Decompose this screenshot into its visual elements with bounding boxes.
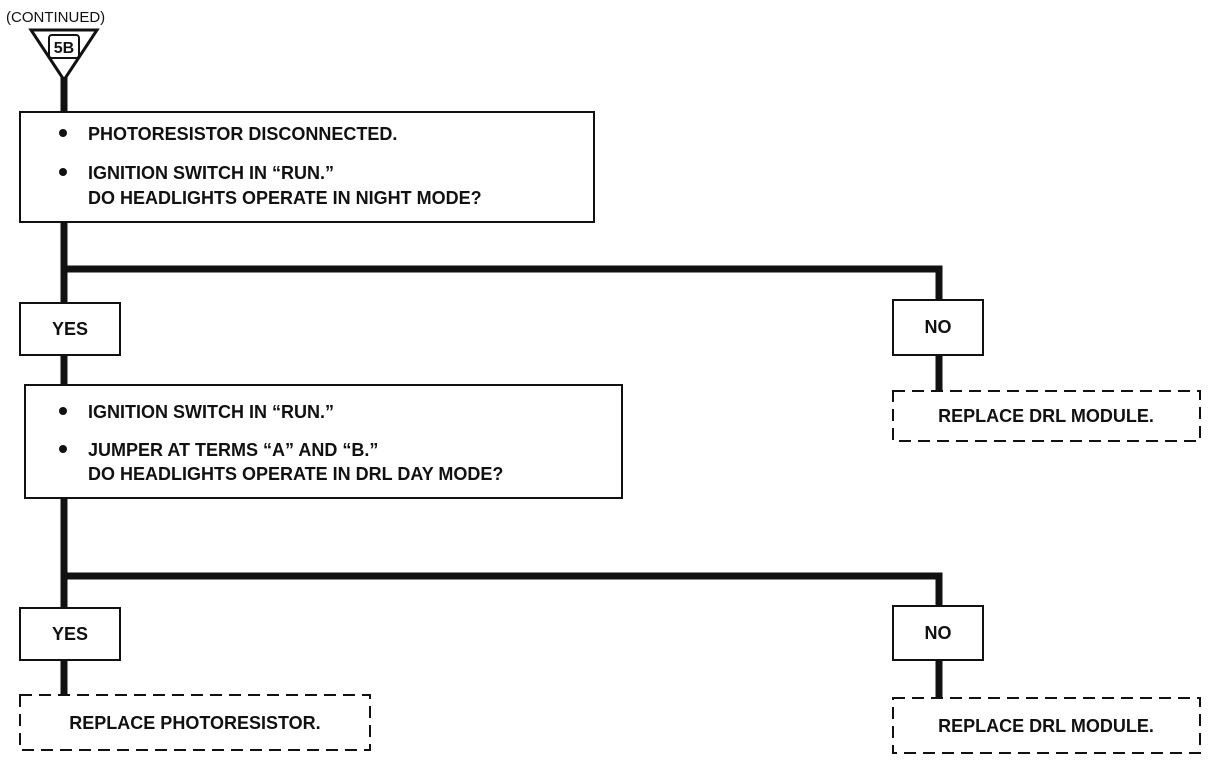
bullet-icon (59, 168, 67, 176)
no-label-2: NO (925, 623, 952, 643)
step1-bullet-1: PHOTORESISTOR DISCONNECTED. (88, 124, 397, 144)
no-box-1: NO (892, 299, 984, 356)
action-box-no-1: REPLACE DRL MODULE. (892, 390, 1201, 442)
action-no-1-text: REPLACE DRL MODULE. (938, 406, 1154, 426)
yes-label-1: YES (52, 319, 88, 339)
action-box-yes-2: REPLACE PHOTORESISTOR. (19, 694, 371, 751)
connector-label: 5B (54, 40, 74, 57)
step1-question: DO HEADLIGHTS OPERATE IN NIGHT MODE? (88, 188, 482, 208)
step1-bullet-2: IGNITION SWITCH IN “RUN.” (88, 163, 334, 183)
action-box-no-2: REPLACE DRL MODULE. (892, 697, 1201, 754)
no-label-1: NO (925, 317, 952, 337)
bullet-icon (59, 445, 67, 453)
bullet-icon (59, 407, 67, 415)
yes-box-1: YES (19, 302, 121, 356)
connector-lines (60, 74, 943, 702)
yes-box-2: YES (19, 607, 121, 661)
step2-box: IGNITION SWITCH IN “RUN.” JUMPER AT TERM… (24, 384, 623, 499)
yes-label-2: YES (52, 624, 88, 644)
action-no-2-text: REPLACE DRL MODULE. (938, 716, 1154, 736)
step2-question: DO HEADLIGHTS OPERATE IN DRL DAY MODE? (88, 464, 503, 484)
action-yes-2-text: REPLACE PHOTORESISTOR. (69, 713, 320, 733)
bullet-icon (59, 129, 67, 137)
step2-bullet-2: JUMPER AT TERMS “A” AND “B.” (88, 440, 378, 460)
continued-label: (CONTINUED) (6, 9, 105, 26)
no-box-2: NO (892, 605, 984, 661)
step2-bullet-1: IGNITION SWITCH IN “RUN.” (88, 402, 334, 422)
off-page-connector: 5B (28, 28, 100, 83)
step1-box: PHOTORESISTOR DISCONNECTED. IGNITION SWI… (19, 111, 595, 223)
